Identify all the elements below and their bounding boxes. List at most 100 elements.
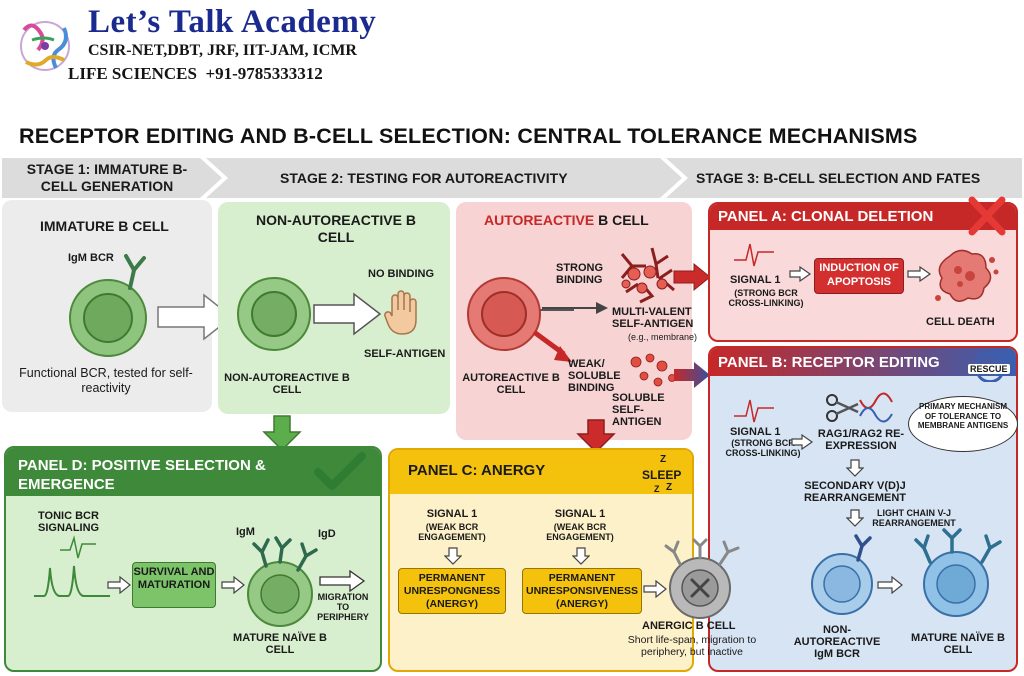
secondary-vdj: SECONDARY V(D)J REARRANGEMENT bbox=[803, 480, 907, 504]
zzz-1: Z bbox=[660, 454, 667, 465]
academy-name: Let’s Talk Academy bbox=[88, 4, 377, 40]
autoreactive-title: AUTOREACTIVE B CELL bbox=[484, 212, 649, 228]
tonic-signaling-label: TONIC BCR SIGNALING bbox=[38, 510, 100, 534]
panel-d-title: PANEL D: POSITIVE SELECTION & EMERGENCE bbox=[18, 457, 266, 493]
dying-cell-icon bbox=[935, 249, 999, 302]
cell-death-label: CELL DEATH bbox=[926, 316, 995, 328]
igm-bcr-label: IgM BCR bbox=[68, 252, 114, 264]
panel-b-signal: SIGNAL 1 bbox=[730, 426, 781, 438]
arrow-a1 bbox=[789, 266, 812, 282]
arrow-no-binding bbox=[313, 292, 382, 336]
stage-3-header: STAGE 3: B-CELL SELECTION AND FATES bbox=[696, 170, 981, 186]
rag-reexpression: RAG1/RAG2 RE-EXPRESSION bbox=[817, 428, 905, 452]
arrow-to-panel-d bbox=[262, 415, 302, 452]
soluble-self-antigen-label: SOLUBLE SELF-ANTIGEN bbox=[612, 392, 665, 428]
tonic-signal-trace bbox=[60, 535, 96, 559]
strong-binding-label: STRONG BINDING bbox=[556, 262, 604, 286]
signal-strong-trace-a bbox=[734, 243, 774, 267]
strong-binding-arrow bbox=[542, 302, 608, 314]
primary-mechanism-bubble: PRIMARY MECHANISM OF TOLERANCE TO MEMBRA… bbox=[908, 396, 1018, 452]
arrow-b1 bbox=[791, 434, 814, 450]
anergic-note: Short life-span, migration to periphery,… bbox=[627, 634, 757, 658]
no-binding-label: NO BINDING bbox=[368, 268, 434, 280]
self-antigen-label: SELF-ANTIGEN bbox=[364, 348, 446, 360]
signal-strong-trace-b bbox=[734, 399, 774, 423]
checkmark-icon bbox=[314, 452, 366, 490]
arrow-b4 bbox=[877, 576, 903, 594]
tonic-peaks-trace bbox=[34, 565, 110, 597]
edited-b-cell bbox=[811, 534, 873, 615]
arrow-b2 bbox=[846, 459, 864, 477]
arrow-c1 bbox=[444, 547, 462, 565]
panel-c-title: PANEL C: ANERGY bbox=[408, 462, 546, 479]
panel-b-header-bar bbox=[710, 348, 1016, 376]
apoptosis-box: INDUCTION OF APOPTOSIS bbox=[814, 258, 904, 294]
anergy-result-1: PERMANENT UNRESPONGNESS (ANERGY) bbox=[398, 568, 506, 614]
mature-b-cell-d bbox=[247, 536, 318, 627]
non-autoreactive-cell-label: NON-AUTOREACTIVE B CELL bbox=[224, 372, 350, 396]
panel-a-header-bar bbox=[710, 204, 1016, 230]
light-chain-vj: LIGHT CHAIN V-J REARRANGEMENT bbox=[872, 508, 956, 528]
panel-c-signal-1: SIGNAL 1 bbox=[426, 508, 478, 520]
hand-stop-icon bbox=[384, 290, 417, 335]
rescue-label: RESCUE bbox=[968, 364, 1010, 374]
panel-b-signal-note: (STRONG BCR CROSS-LINKING) bbox=[725, 438, 801, 458]
cross-icon bbox=[968, 196, 1006, 236]
arrow-c2 bbox=[572, 547, 590, 565]
weak-binding-label: WEAK/ SOLUBLE BINDING bbox=[568, 358, 621, 394]
scissors-dna-icon bbox=[826, 392, 893, 423]
arrow-a2 bbox=[907, 266, 932, 282]
academy-logo bbox=[10, 10, 80, 82]
zzz-2: Z bbox=[666, 482, 673, 493]
multivalent-label: MULTI-VALENT SELF-ANTIGEN bbox=[612, 306, 694, 330]
panel-a-signal-note: (STRONG BCR CROSS-LINKING) bbox=[728, 288, 804, 308]
arrow-to-panel-c bbox=[576, 419, 616, 454]
academy-exams: CSIR-NET,DBT, JRF, IIT-JAM, ICMR bbox=[88, 42, 357, 59]
autoreactive-title-rest: B CELL bbox=[594, 212, 649, 228]
zzz-3: Z bbox=[654, 484, 660, 494]
immature-b-cell bbox=[69, 254, 147, 357]
stage-2-header: STAGE 2: TESTING FOR AUTOREACTIVITY bbox=[280, 170, 568, 186]
page-title: RECEPTOR EDITING AND B-CELL SELECTION: C… bbox=[19, 124, 918, 148]
multivalent-note: (e.g., membrane) bbox=[628, 332, 698, 342]
migration-label: MIGRATION TO PERIPHERY bbox=[317, 592, 369, 622]
stage-1-header: STAGE 1: IMMATURE B-CELL GENERATION bbox=[26, 161, 188, 194]
rescue-badge bbox=[966, 350, 1014, 384]
academy-contact: LIFE SCIENCES +91-9785333312 bbox=[68, 64, 323, 83]
arrow-b3 bbox=[846, 509, 864, 527]
anergy-result-2: PERMANENT UNRESPONSIVENESS (ANERGY) bbox=[522, 568, 642, 614]
nonauto-igm-label: NON-AUTOREACTIVE IgM BCR bbox=[793, 624, 881, 660]
autoreactive-cell bbox=[467, 277, 574, 362]
non-autoreactive-title: NON-AUTOREACTIVE B CELL bbox=[256, 212, 416, 245]
non-autoreactive-cell bbox=[237, 277, 311, 351]
panel-c-signal-2: SIGNAL 1 bbox=[554, 508, 606, 520]
stage-chevrons bbox=[2, 158, 1022, 198]
immature-b-cell-title: IMMATURE B CELL bbox=[40, 218, 169, 234]
igm-label: IgM bbox=[236, 526, 255, 538]
arrow-to-panel-a bbox=[673, 262, 711, 292]
panel-c-signal-2-note: (WEAK BCR ENGAGEMENT) bbox=[546, 522, 614, 542]
stage-1-caption: Functional BCR, tested for self-reactivi… bbox=[19, 366, 193, 395]
panel-b-title: PANEL B: RECEPTOR EDITING bbox=[718, 354, 940, 371]
survival-maturation-box: SURVIVAL AND MATURATION bbox=[132, 562, 216, 608]
panel-a-signal: SIGNAL 1 bbox=[730, 274, 781, 286]
soluble-antigen-dots bbox=[630, 353, 676, 387]
panel-c-signal-1-note: (WEAK BCR ENGAGEMENT) bbox=[418, 522, 486, 542]
autoreactive-title-red: AUTOREACTIVE bbox=[484, 212, 595, 228]
autoreactive-cell-label: AUTOREACTIVE B CELL bbox=[462, 372, 560, 396]
igd-label: IgD bbox=[318, 528, 336, 540]
sleep-label: SLEEP bbox=[642, 468, 682, 482]
arrow-migration bbox=[319, 570, 366, 592]
arrow-d1 bbox=[107, 576, 131, 594]
panel-a-title: PANEL A: CLONAL DELETION bbox=[718, 208, 934, 225]
arrow-d2 bbox=[221, 576, 245, 594]
anergic-b-cell bbox=[664, 538, 740, 619]
mature-naive-b-label: MATURE NAÏVE B CELL bbox=[911, 632, 1005, 656]
arrow-c3 bbox=[643, 580, 667, 598]
mature-b-cell-b bbox=[914, 528, 1002, 617]
anergic-label: ANERGIC B CELL bbox=[642, 620, 736, 632]
panel-c-header-bar bbox=[390, 450, 692, 494]
multivalent-self-antigen-icon bbox=[620, 247, 675, 304]
arrow-to-panel-b bbox=[674, 362, 710, 388]
panel-d-mature-label: MATURE NAÏVE B CELL bbox=[233, 632, 327, 656]
